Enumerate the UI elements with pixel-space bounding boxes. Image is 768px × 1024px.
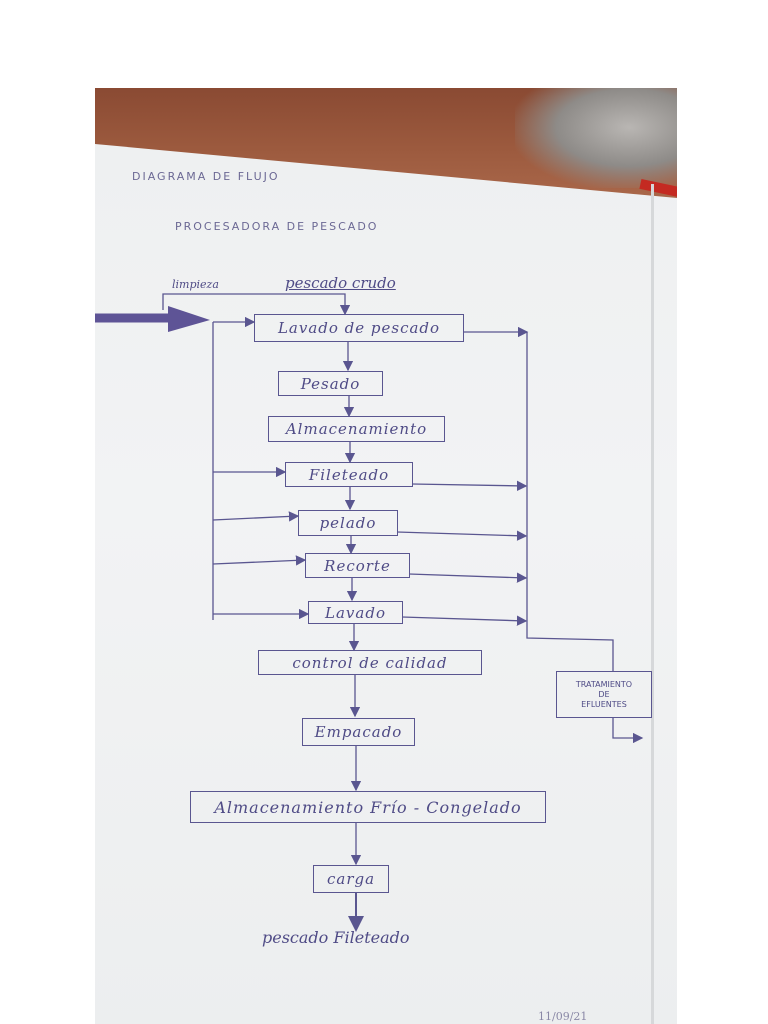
page-date: 11/09/21 <box>538 1010 587 1023</box>
effluent-treatment-box: TRATAMIENTO DE EFLUENTES <box>556 671 652 718</box>
effluent-line1: TRATAMIENTO <box>576 680 632 690</box>
step-almacenamiento-frio-congelado: Almacenamiento Frío - Congelado <box>190 791 546 823</box>
step-lavado: Lavado <box>308 601 403 624</box>
step-recorte: Recorte <box>305 553 410 578</box>
step-empacado: Empacado <box>302 718 415 746</box>
output-label: pescado Fileteado <box>262 928 410 947</box>
step-pelado: pelado <box>298 510 398 536</box>
effluent-line2: DE <box>598 690 609 700</box>
step-lavado-de-pescado: Lavado de pescado <box>254 314 464 342</box>
step-control-de-calidad: control de calidad <box>258 650 482 675</box>
step-fileteado: Fileteado <box>285 462 413 487</box>
step-almacenamiento: Almacenamiento <box>268 416 445 442</box>
step-carga: carga <box>313 865 389 893</box>
step-pesado: Pesado <box>278 371 383 396</box>
effluent-line3: EFLUENTES <box>581 700 627 710</box>
